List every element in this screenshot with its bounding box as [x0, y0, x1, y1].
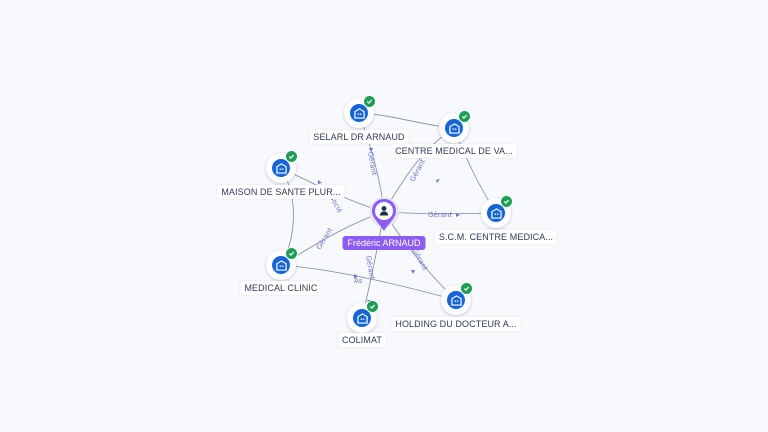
building-icon — [487, 204, 505, 222]
arrow-marker — [436, 179, 440, 183]
arrow-marker — [354, 274, 358, 279]
node-centre[interactable] — [439, 110, 471, 143]
edge-label-clinic: Gérant — [315, 226, 335, 251]
edge-label-colimat: Gérant — [364, 255, 376, 280]
node-label-scm[interactable]: S.C.M. CENTRE MEDICA... — [434, 230, 558, 244]
verified-check-icon — [458, 110, 471, 123]
verified-check-icon — [285, 150, 298, 163]
edge-label-holding: Gérant — [410, 247, 429, 272]
node-selarl[interactable] — [344, 95, 376, 128]
node-label-maison[interactable]: MAISON DE SANTE PLUR... — [217, 185, 345, 199]
center-person-label[interactable]: Frédéric ARNAUD — [342, 236, 426, 250]
building-icon — [353, 309, 371, 327]
building-icon — [445, 119, 463, 137]
node-label-clinic[interactable]: MEDICAL CLINIC — [240, 281, 322, 295]
verified-check-icon — [500, 195, 513, 208]
building-icon — [272, 159, 290, 177]
edge-label-scm: Gérant — [428, 211, 452, 219]
edge-label-clinic-colimat: As — [354, 277, 363, 285]
person-icon — [379, 206, 389, 216]
building-icon — [272, 256, 290, 274]
node-label-holding[interactable]: HOLDING DU DOCTEUR A... — [391, 317, 521, 331]
center-person-node[interactable] — [368, 196, 400, 236]
node-colimat[interactable] — [347, 300, 379, 333]
node-scm[interactable] — [481, 195, 513, 228]
edge-label-selarl: Gérant — [366, 151, 378, 176]
verified-check-icon — [363, 95, 376, 108]
node-label-colimat[interactable]: COLIMAT — [337, 333, 387, 347]
arrow-marker — [456, 213, 460, 217]
node-maison[interactable] — [266, 150, 298, 183]
node-holding[interactable] — [441, 282, 473, 315]
building-icon — [350, 104, 368, 122]
building-icon — [447, 291, 465, 309]
verified-check-icon — [366, 300, 379, 313]
edge-label-centre: Gérant — [409, 158, 427, 183]
verified-check-icon — [460, 282, 473, 295]
arrow-marker — [369, 148, 373, 152]
arrow-marker — [411, 270, 415, 274]
node-label-centre[interactable]: CENTRE MEDICAL DE VA... — [391, 144, 517, 158]
edge-clinic-holding — [280, 264, 457, 301]
verified-check-icon — [285, 247, 298, 260]
node-clinic[interactable] — [266, 247, 298, 280]
arrow-marker — [318, 180, 322, 184]
node-label-selarl[interactable]: SELARL DR ARNAUD — [309, 130, 409, 144]
